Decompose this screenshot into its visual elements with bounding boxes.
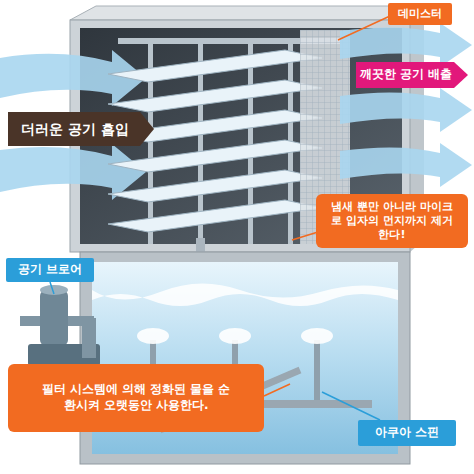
callout-box: 아쿠아 스핀: [358, 420, 456, 446]
air-exhaust-arrow: [340, 143, 472, 187]
leader-line: [322, 392, 380, 420]
leader-line: [50, 282, 54, 294]
filter-plate: [108, 200, 322, 232]
callout-box: 공기 브로어: [6, 258, 94, 282]
water-foam: [92, 283, 398, 306]
nozzle-pipe: [314, 340, 320, 402]
callout-text-group: 더러운 공기 흡입: [21, 120, 129, 138]
callout-text-group: 냄새 뿐만 아니라 마이크로 입자의 먼지까지 제거한다!: [331, 200, 453, 243]
arrow-callout: 더러운 공기 흡입: [8, 112, 154, 146]
filter-plate: [108, 50, 322, 82]
filter-plate: [108, 170, 322, 202]
arrow-outline: [8, 112, 154, 146]
leader-line: [264, 384, 290, 396]
blower-motor: [40, 290, 68, 346]
callout-box: 냄새 뿐만 아니라 마이크로 입자의 먼지까지 제거한다!: [316, 194, 468, 248]
blower-pipe: [82, 318, 96, 358]
water-splash: [219, 328, 251, 344]
water-splash: [301, 328, 333, 344]
callout-box: 필터 시스템에 의해 정화된 물을 순환시켜 오랫동안 사용한다.: [8, 364, 264, 432]
callout-text-group: 데미스터: [398, 7, 442, 21]
air-exhaust-arrow: [340, 88, 472, 132]
arrow-outline: [356, 62, 468, 88]
callout-text: 데미스터: [398, 7, 442, 21]
callout-text: 필터 시스템에 의해 정화된 물을 순환시켜 오랫동안 사용한다.: [36, 382, 236, 413]
housing-top: [70, 6, 424, 20]
filter-plate: [108, 80, 322, 112]
callout-text: 더러운 공기 흡입: [21, 120, 129, 138]
callout-box: 데미스터: [388, 3, 452, 25]
leader-line: [338, 16, 390, 40]
callout-text-group: 공기 브로어: [18, 262, 82, 278]
air-intake-arrow: [0, 50, 146, 106]
callout-text: 깨끗한 공기 배출: [360, 67, 452, 83]
water-splash: [137, 328, 169, 344]
leader-line: [292, 232, 318, 240]
callout-text: 냄새 뿐만 아니라 마이크로 입자의 먼지까지 제거한다!: [331, 200, 453, 243]
callout-text-group: 깨끗한 공기 배출: [360, 67, 452, 83]
callout-text: 공기 브로어: [18, 262, 82, 278]
callout-text: 아쿠아 스핀: [375, 425, 439, 441]
callout-text-group: 아쿠아 스핀: [375, 425, 439, 441]
arrow-callout: 깨끗한 공기 배출: [356, 62, 468, 88]
callout-text-group: 필터 시스템에 의해 정화된 물을 순환시켜 오랫동안 사용한다.: [36, 382, 236, 413]
